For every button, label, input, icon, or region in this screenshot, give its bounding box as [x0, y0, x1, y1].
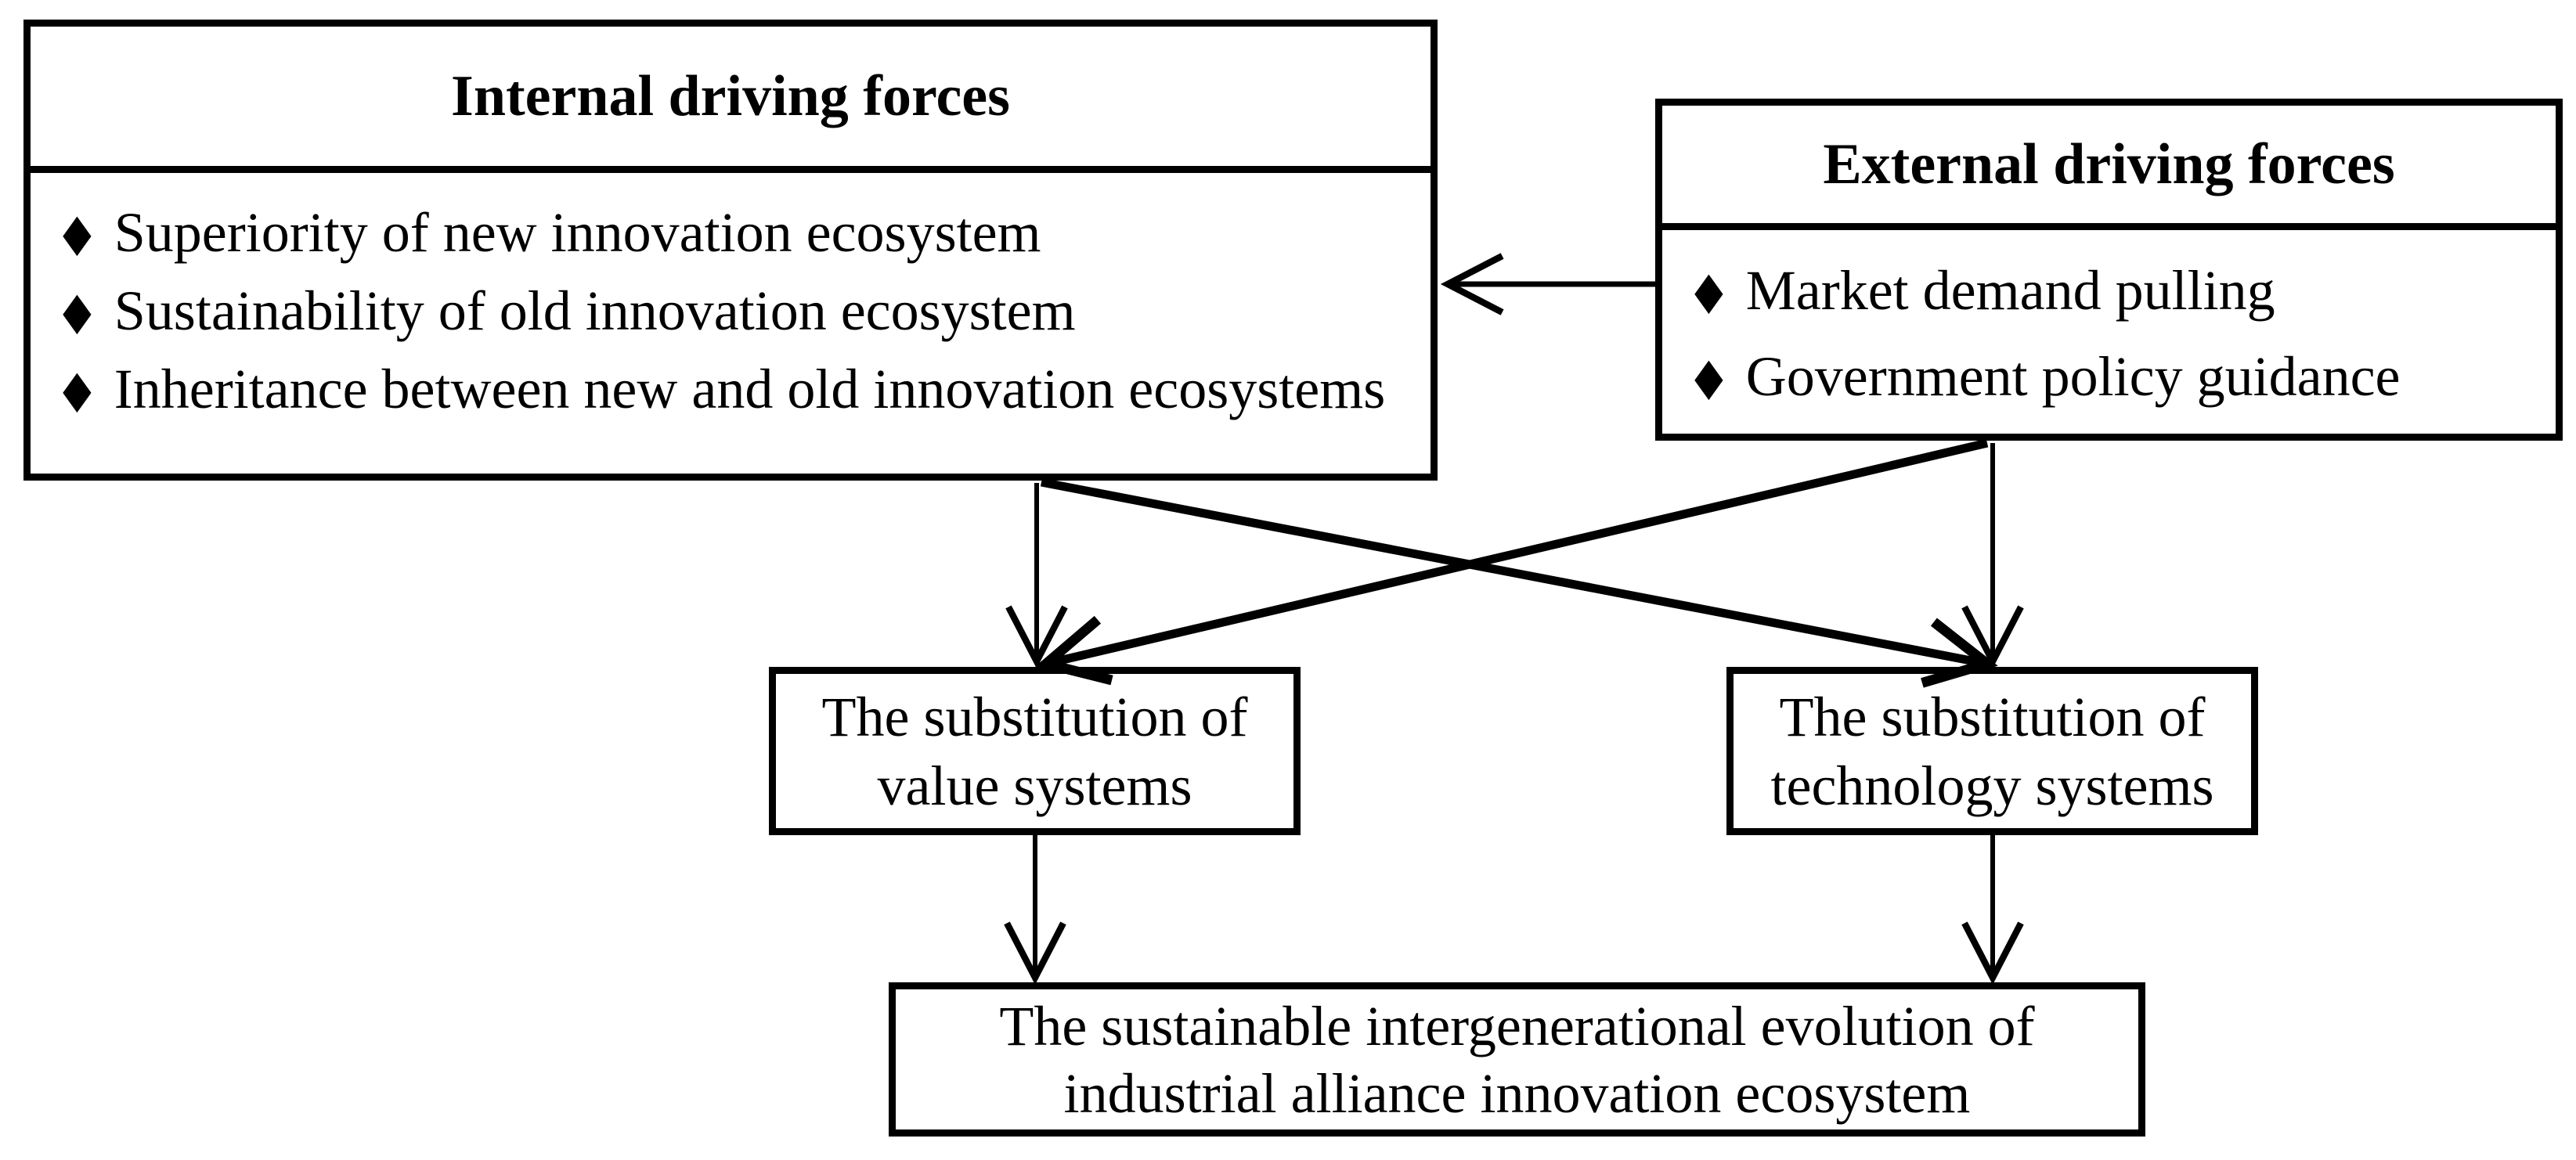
diamond-bullet-icon: ◆	[63, 202, 92, 262]
bullet-item-label: Inheritance between new and old innovati…	[114, 357, 1386, 420]
technology-substitution-box: The substitution of technology systems	[1726, 667, 2258, 835]
bullet-item-label: Market demand pulling	[1745, 258, 2275, 322]
bullet-item-label: Superiority of new innovation ecosystem	[114, 200, 1041, 264]
list-item: ◆ Sustainability of old innovation ecosy…	[31, 272, 1431, 350]
technology-substitution-line-1: The substitution of	[1779, 685, 2206, 748]
internal-box-title: Internal driving forces	[31, 27, 1431, 173]
value-substitution-line-2: value systems	[877, 754, 1192, 817]
diamond-bullet-icon: ◆	[1694, 346, 1723, 406]
external-box-title: External driving forces	[1662, 106, 2556, 230]
internal-driving-forces-box: Internal driving forces ◆ Superiority of…	[23, 20, 1438, 481]
external-box-body: ◆ Market demand pulling ◆ Government pol…	[1662, 230, 2556, 420]
edge-internal-to-technology-arrow	[1040, 477, 1998, 688]
bullet-item-label: Government policy guidance	[1745, 344, 2401, 408]
value-substitution-line-1: The substitution of	[821, 685, 1248, 748]
list-item: ◆ Government policy guidance	[1662, 333, 2556, 420]
technology-substitution-line-2: technology systems	[1770, 754, 2214, 817]
outcome-box: The sustainable intergenerational evolut…	[889, 982, 2145, 1137]
diamond-bullet-icon: ◆	[63, 280, 92, 340]
outcome-line-2: industrial alliance innovation ecosystem	[1063, 1061, 1971, 1125]
list-item: ◆ Superiority of new innovation ecosyste…	[31, 193, 1431, 272]
outcome-line-1: The sustainable intergenerational evolut…	[999, 994, 2035, 1057]
external-driving-forces-box: External driving forces ◆ Market demand …	[1655, 99, 2563, 441]
bullet-item-label: Sustainability of old innovation ecosyst…	[114, 279, 1076, 342]
internal-box-body: ◆ Superiority of new innovation ecosyste…	[31, 173, 1431, 428]
list-item: ◆ Market demand pulling	[1662, 247, 2556, 333]
diamond-bullet-icon: ◆	[1694, 260, 1723, 320]
list-item: ◆ Inheritance between new and old innova…	[31, 350, 1431, 428]
diamond-bullet-icon: ◆	[63, 358, 92, 419]
value-substitution-box: The substitution of value systems	[769, 667, 1301, 835]
